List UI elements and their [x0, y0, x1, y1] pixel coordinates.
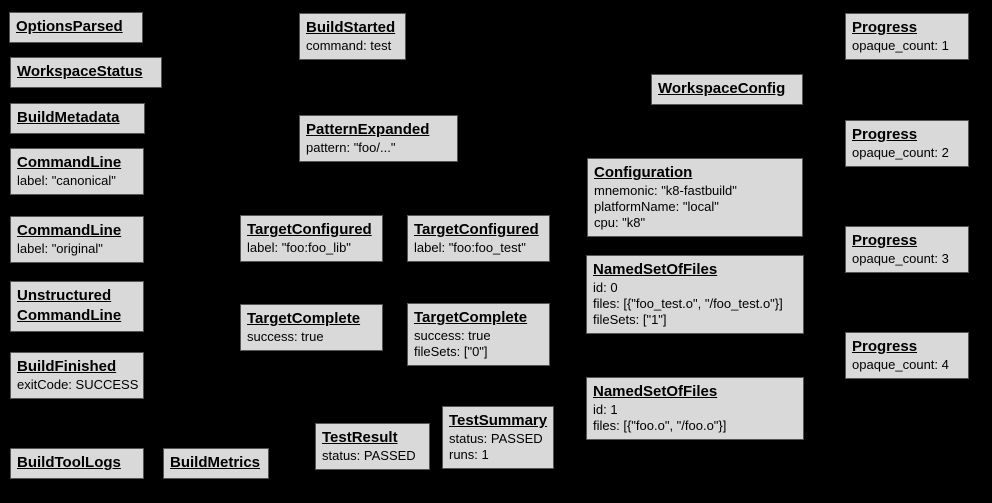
node-title: TargetConfigured [247, 221, 372, 238]
node-named-set-of-files-1: NamedSetOfFiles id: 1 files: [{"foo.o", … [586, 377, 804, 440]
node-title: CommandLine [17, 222, 122, 239]
node-field: files: [{"foo.o", "/foo.o"}] [593, 418, 727, 433]
node-field: opaque_count: 4 [852, 357, 949, 372]
node-field: id: 0 [593, 280, 618, 295]
node-title: OptionsParsed [16, 18, 123, 35]
node-field: opaque_count: 1 [852, 38, 949, 53]
node-target-configured-foo-test: TargetConfigured label: "foo:foo_test" [407, 215, 550, 262]
node-unstructured-command-line: Unstructured CommandLine [10, 281, 144, 332]
node-title: TargetComplete [247, 310, 361, 327]
node-field: platformName: "local" [594, 199, 719, 214]
node-title: Progress [852, 338, 918, 355]
node-title: Progress [852, 19, 918, 36]
node-target-complete-foo-test: TargetComplete success: true fileSets: [… [407, 303, 550, 366]
node-progress-1: Progress opaque_count: 1 [845, 13, 969, 60]
node-field: fileSets: ["0"] [414, 344, 488, 359]
node-field: success: true [247, 329, 324, 344]
node-field: label: "foo:foo_lib" [247, 240, 351, 255]
node-configuration: Configuration mnemonic: "k8-fastbuild" p… [587, 158, 803, 237]
node-build-tool-logs: BuildToolLogs [10, 448, 144, 479]
node-title: PatternExpanded [306, 121, 430, 138]
node-field: command: test [306, 38, 392, 53]
node-title: TestResult [322, 429, 398, 446]
node-command-line-original: CommandLine label: "original" [10, 216, 144, 263]
node-field: pattern: "foo/..." [306, 140, 396, 155]
node-build-finished: BuildFinished exitCode: SUCCESS [10, 352, 144, 399]
node-field: files: [{"foo_test.o", "/foo_test.o"}] [593, 296, 783, 311]
node-field: cpu: "k8" [594, 215, 646, 230]
node-progress-3: Progress opaque_count: 3 [845, 226, 969, 273]
node-title: Progress [852, 126, 918, 143]
node-title: Progress [852, 232, 918, 249]
node-workspace-status: WorkspaceStatus [10, 57, 162, 88]
node-named-set-of-files-0: NamedSetOfFiles id: 0 files: [{"foo_test… [586, 255, 804, 334]
node-target-complete-foo-lib: TargetComplete success: true [240, 304, 383, 351]
node-title: BuildStarted [306, 19, 396, 36]
node-options-parsed: OptionsParsed [9, 12, 143, 43]
node-field: opaque_count: 2 [852, 145, 949, 160]
node-title: BuildMetrics [170, 454, 261, 471]
node-field: runs: 1 [449, 447, 489, 462]
node-progress-2: Progress opaque_count: 2 [845, 120, 969, 167]
node-workspace-config: WorkspaceConfig [651, 74, 803, 105]
node-field: status: PASSED [449, 431, 543, 446]
node-title: WorkspaceStatus [17, 63, 143, 80]
node-field: mnemonic: "k8-fastbuild" [594, 183, 737, 198]
node-title: BuildFinished [17, 358, 117, 375]
node-field: label: "original" [17, 241, 103, 256]
node-test-result: TestResult status: PASSED [315, 423, 430, 470]
node-title: TargetConfigured [414, 221, 539, 238]
node-title: Configuration [594, 164, 693, 181]
node-pattern-expanded: PatternExpanded pattern: "foo/..." [299, 115, 458, 162]
node-field: id: 1 [593, 402, 618, 417]
node-title: TargetComplete [414, 309, 528, 326]
node-command-line-canonical: CommandLine label: "canonical" [10, 148, 144, 195]
node-title: BuildToolLogs [17, 454, 121, 471]
node-field: opaque_count: 3 [852, 251, 949, 266]
node-title: CommandLine [17, 154, 122, 171]
node-field: success: true [414, 328, 491, 343]
node-title: NamedSetOfFiles [593, 383, 718, 400]
node-field: label: "foo:foo_test" [414, 240, 526, 255]
node-title: BuildMetadata [17, 109, 120, 126]
node-title: TestSummary [449, 412, 548, 429]
node-field: exitCode: SUCCESS [17, 377, 139, 392]
node-build-metadata: BuildMetadata [10, 103, 145, 134]
node-build-metrics: BuildMetrics [163, 448, 269, 479]
node-field: status: PASSED [322, 448, 416, 463]
node-build-started: BuildStarted command: test [299, 13, 406, 60]
node-title: NamedSetOfFiles [593, 261, 718, 278]
node-title: Unstructured CommandLine [17, 287, 122, 324]
node-field: label: "canonical" [17, 173, 116, 188]
node-title: WorkspaceConfig [658, 80, 786, 97]
node-progress-4: Progress opaque_count: 4 [845, 332, 969, 379]
node-target-configured-foo-lib: TargetConfigured label: "foo:foo_lib" [240, 215, 383, 262]
node-field: fileSets: ["1"] [593, 312, 667, 327]
node-test-summary: TestSummary status: PASSED runs: 1 [442, 406, 554, 469]
